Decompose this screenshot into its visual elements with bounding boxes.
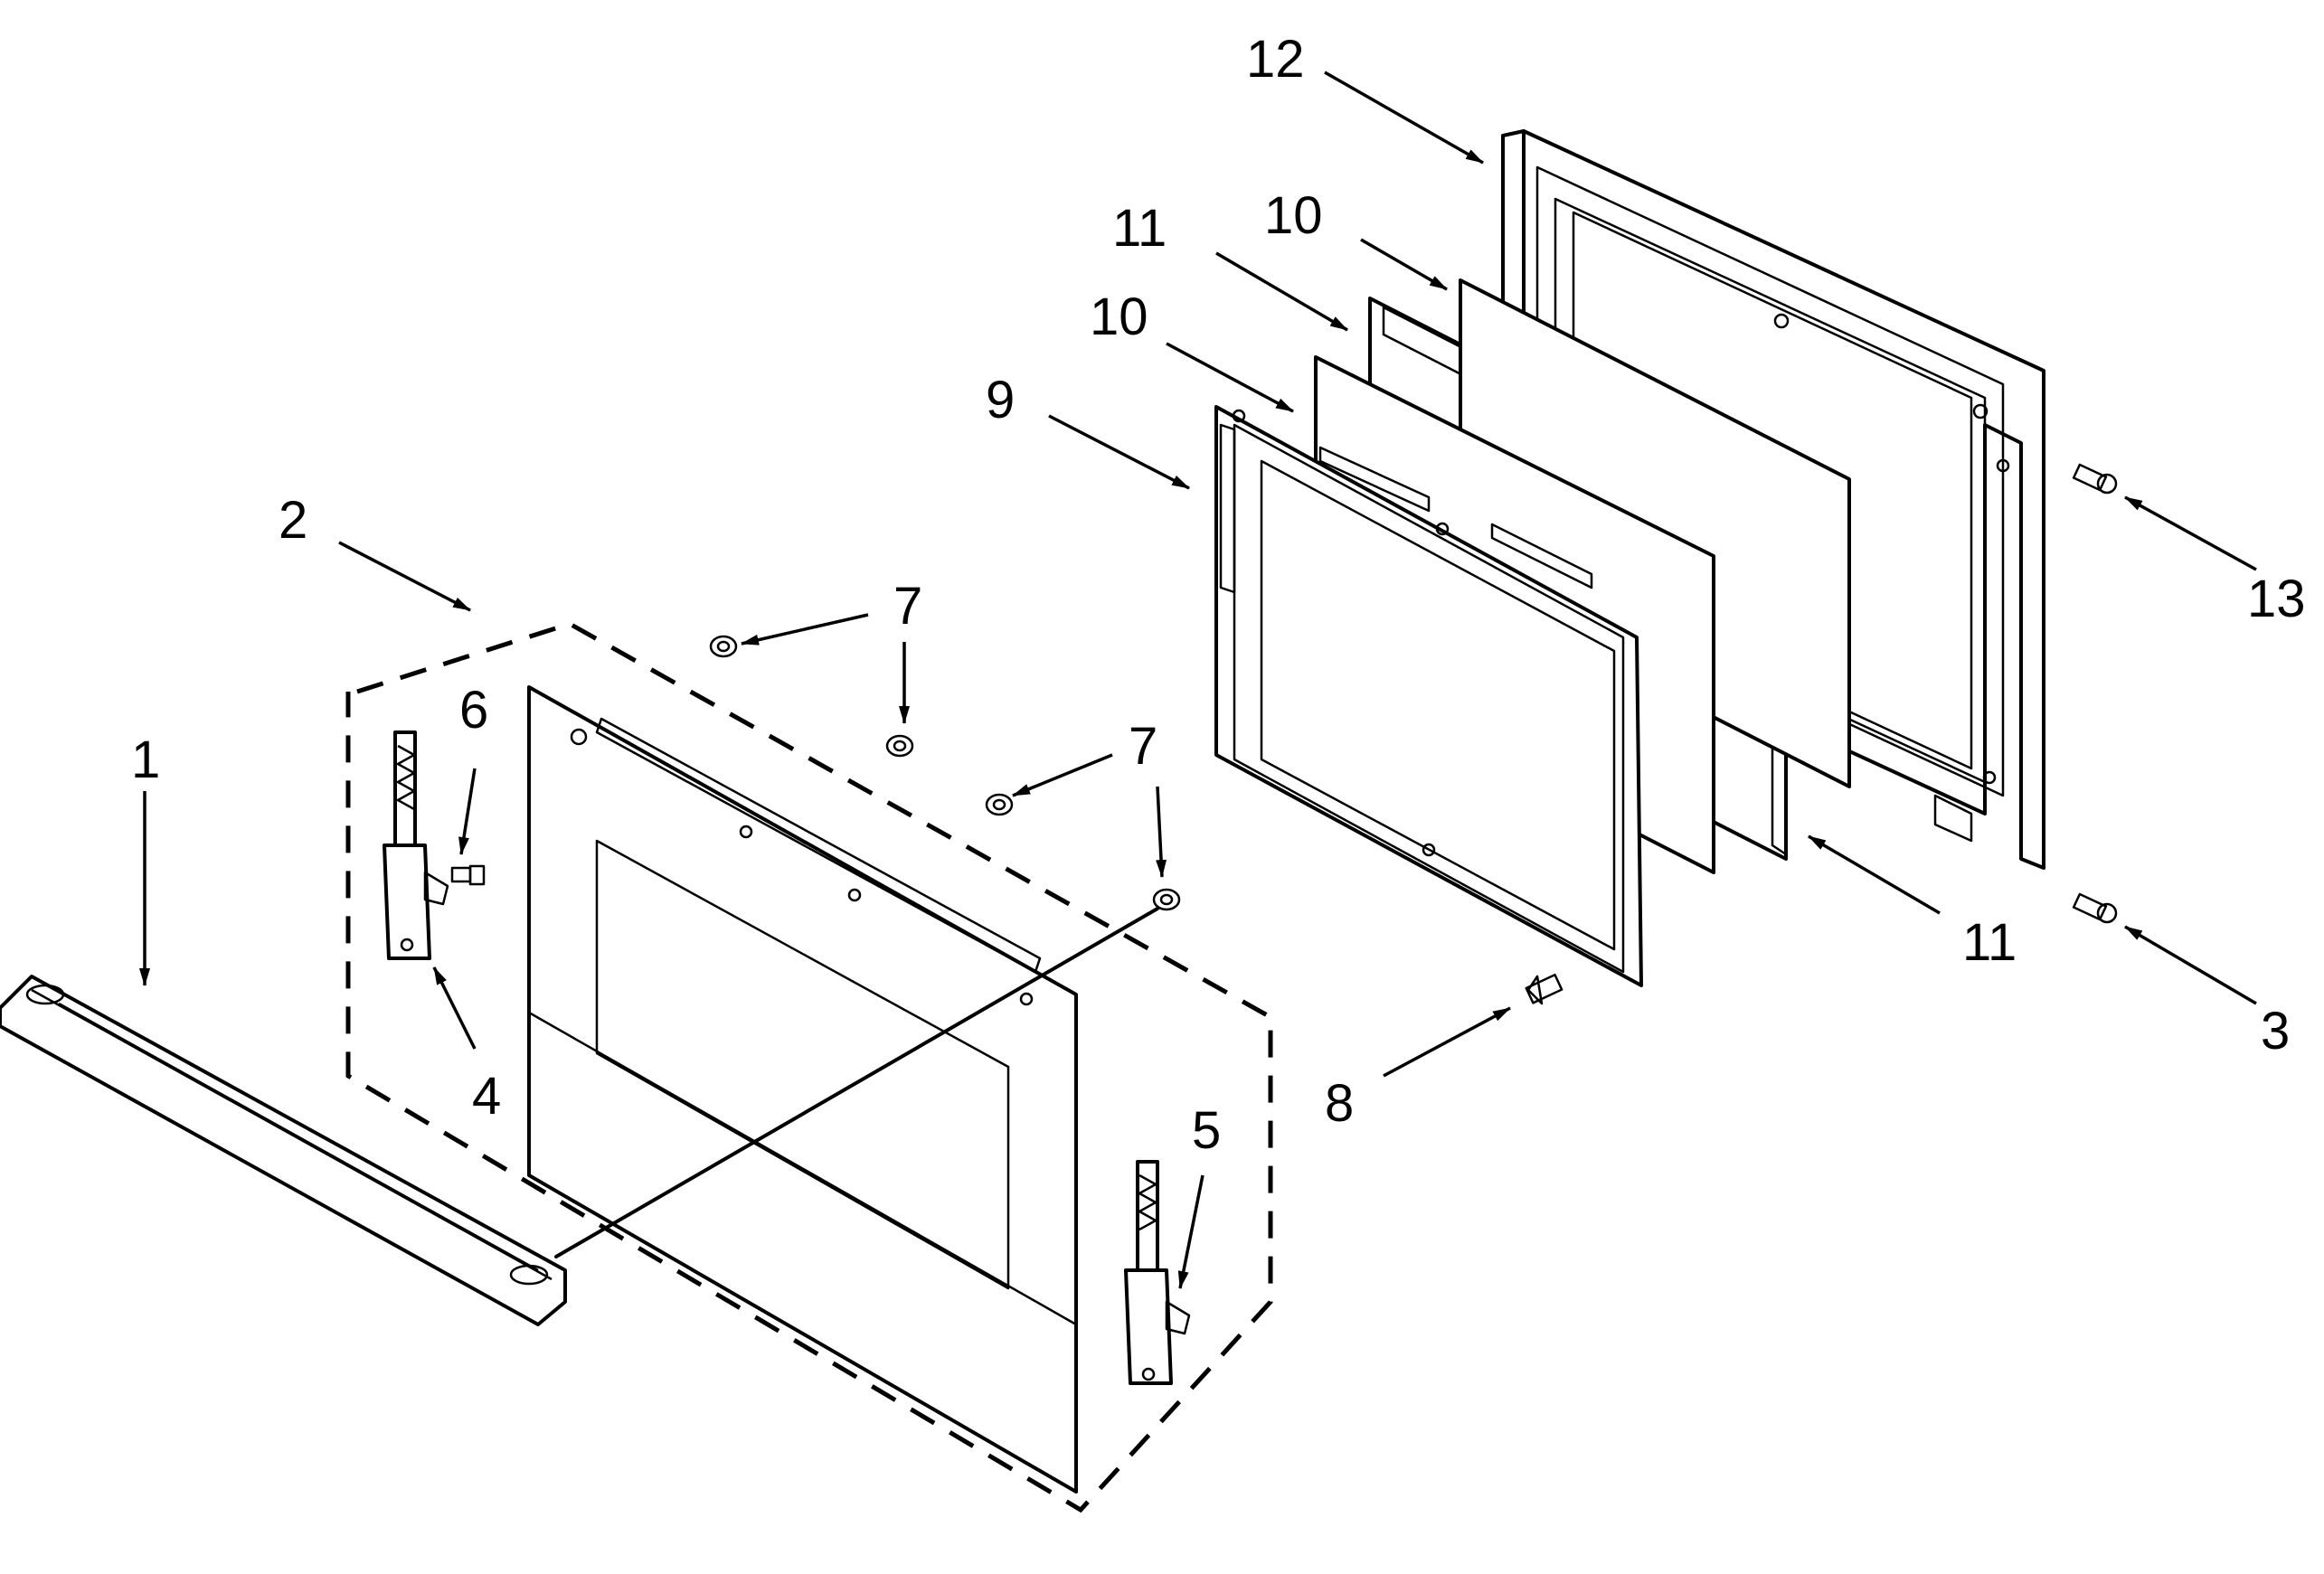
callout-6: 6 [459,681,488,740]
callout-1: 1 [131,730,160,789]
part-5-right-hinge [1124,1160,1191,1385]
callout-9: 9 [986,371,1015,429]
callout-3: 3 [2261,1002,2290,1060]
callout-labels: 12 10 11 10 9 2 7 7 6 1 4 5 8 11 13 3 [131,30,2306,1160]
part-8-screw [1525,973,1564,1005]
callout-5: 5 [1192,1101,1221,1160]
part-1-door-handle [0,907,1159,1326]
part-7-bumper-d [1152,888,1181,911]
callout-7-top: 7 [893,577,922,636]
part-7-bumper-b [885,734,914,758]
callout-8: 8 [1325,1074,1354,1133]
part-4-left-hinge [383,730,449,960]
part-3-screw [2072,892,2118,924]
callout-13: 13 [2247,570,2306,628]
callout-12: 12 [1246,30,1305,89]
part-7-bumper-c [985,793,1014,816]
callout-11-front: 11 [1962,913,2017,972]
outer-door-panel [527,685,1078,1494]
callout-11-back: 11 [1112,199,1167,258]
part-13-screw [2072,463,2118,495]
part-2-outer-door-assembly-outline [345,621,1273,1513]
callout-4: 4 [472,1067,501,1126]
part-7-bumper-a [709,635,738,658]
callout-7-right: 7 [1129,717,1157,776]
part-9-inner-frame [1214,405,1643,987]
leader-arrows [139,71,2257,1289]
callout-2: 2 [279,491,307,550]
callout-10-back: 10 [1264,186,1323,245]
part-6-hinge-screw [450,864,486,886]
callout-10-front: 10 [1090,287,1148,346]
